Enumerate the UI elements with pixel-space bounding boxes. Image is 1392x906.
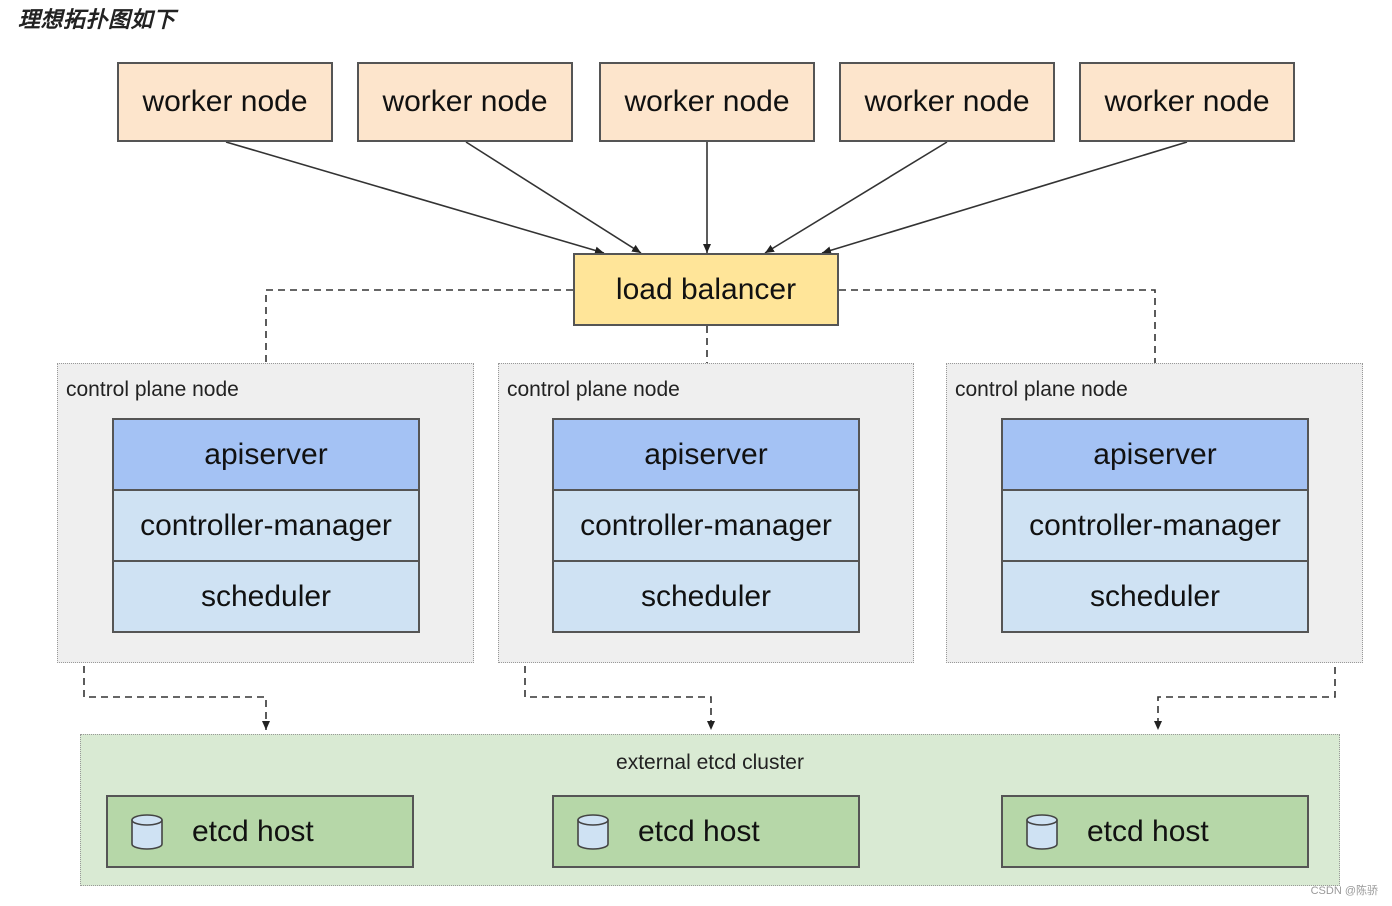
watermark: CSDN @陈骄 xyxy=(1310,885,1378,897)
page-heading: 理想拓扑图如下 xyxy=(18,8,176,33)
scheduler-box: scheduler xyxy=(114,562,418,631)
controller-manager-box: controller-manager xyxy=(1003,491,1307,562)
etcd-host-label: etcd host xyxy=(1087,814,1209,848)
apiserver-box: apiserver xyxy=(554,420,858,491)
worker-arrow-2 xyxy=(465,141,642,254)
database-cylinder-icon xyxy=(130,813,164,851)
database-cylinder-icon xyxy=(576,813,610,851)
component-stack-1: apiserver controller-manager scheduler xyxy=(112,418,420,633)
apiserver-box: apiserver xyxy=(1003,420,1307,491)
worker-arrow-4 xyxy=(764,141,948,254)
database-cylinder-icon xyxy=(1025,813,1059,851)
lb-api-link-left xyxy=(265,289,573,418)
control-plane-label: control plane node xyxy=(66,378,239,401)
etcd-cluster-label: external etcd cluster xyxy=(616,751,804,774)
worker-arrow-5 xyxy=(821,141,1188,255)
control-plane-label: control plane node xyxy=(507,378,680,401)
etcd-host-2: etcd host xyxy=(552,795,860,868)
etcd-host-1: etcd host xyxy=(106,795,414,868)
etcd-host-3: etcd host xyxy=(1001,795,1309,868)
worker-node-1: worker node xyxy=(117,62,333,142)
worker-node-2: worker node xyxy=(357,62,573,142)
component-stack-2: apiserver controller-manager scheduler xyxy=(552,418,860,633)
controller-manager-box: controller-manager xyxy=(114,491,418,562)
scheduler-box: scheduler xyxy=(554,562,858,631)
scheduler-box: scheduler xyxy=(1003,562,1307,631)
worker-node-5: worker node xyxy=(1079,62,1295,142)
worker-node-4: worker node xyxy=(839,62,1055,142)
component-stack-3: apiserver controller-manager scheduler xyxy=(1001,418,1309,633)
etcd-host-label: etcd host xyxy=(192,814,314,848)
control-plane-label: control plane node xyxy=(955,378,1128,401)
etcd-host-label: etcd host xyxy=(638,814,760,848)
worker-arrow-1 xyxy=(225,141,605,255)
worker-arrows xyxy=(225,141,1188,255)
controller-manager-box: controller-manager xyxy=(554,491,858,562)
worker-node-3: worker node xyxy=(599,62,815,142)
load-balancer: load balancer xyxy=(573,253,839,326)
apiserver-box: apiserver xyxy=(114,420,418,491)
